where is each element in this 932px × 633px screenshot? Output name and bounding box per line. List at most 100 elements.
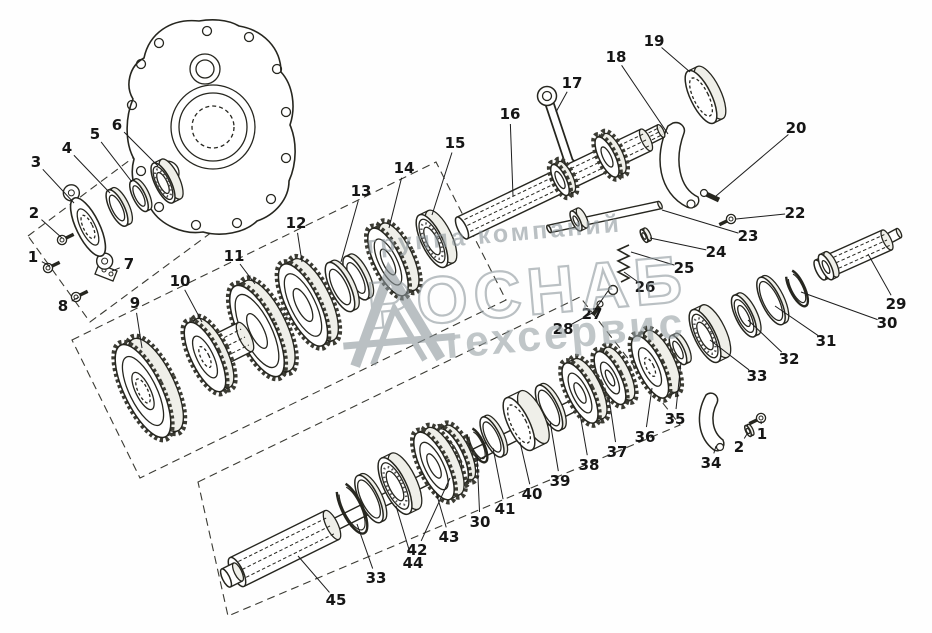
shift-fork-34 xyxy=(698,392,725,452)
part-label-16: 16 xyxy=(500,105,521,123)
bearing-15 xyxy=(415,209,458,269)
part-label-13: 13 xyxy=(351,182,372,200)
leader-line xyxy=(71,296,80,302)
leader-line xyxy=(709,339,750,371)
lower-shaft-group-outline xyxy=(197,296,681,617)
part-label-29: 29 xyxy=(886,295,907,313)
part-label-17: 17 xyxy=(562,74,583,92)
leader-line xyxy=(340,200,359,263)
part-label-39: 39 xyxy=(550,472,571,490)
leader-line xyxy=(395,505,411,554)
part-label-30: 30 xyxy=(877,314,898,332)
watermark-logo-a xyxy=(343,261,456,368)
part-label-6: 6 xyxy=(112,116,122,134)
leader-line xyxy=(735,213,786,220)
leader-line xyxy=(431,152,453,216)
leader-line xyxy=(420,477,451,542)
leader-line xyxy=(123,131,159,167)
part-label-36: 36 xyxy=(635,428,656,446)
pin-20 xyxy=(699,188,721,203)
part-label-43: 43 xyxy=(439,528,460,546)
leader-line xyxy=(800,291,878,321)
watermark: группа компаний РОСНАБ техсервис xyxy=(343,209,692,369)
part-label-19: 19 xyxy=(644,32,665,50)
rod-boss xyxy=(569,207,589,232)
leader-line xyxy=(774,305,819,336)
washer-32 xyxy=(730,292,762,338)
leader-line xyxy=(555,91,568,113)
gear-37 xyxy=(590,342,639,410)
leader-line xyxy=(621,65,669,135)
part-label-14: 14 xyxy=(394,159,415,177)
bearing-33 xyxy=(688,304,732,364)
part-label-12: 12 xyxy=(286,214,307,232)
leader-line xyxy=(41,261,51,267)
synchro-ring-19 xyxy=(684,65,727,125)
part-label-1: 1 xyxy=(757,425,767,443)
leader-line xyxy=(743,433,748,439)
part-label-9: 9 xyxy=(130,294,140,312)
leader-line xyxy=(100,141,133,183)
detent-ball-27 xyxy=(607,284,619,296)
part-label-27: 27 xyxy=(582,305,603,323)
leader-line xyxy=(136,312,143,349)
part-label-33: 33 xyxy=(747,367,768,385)
detent-spring-and-ball xyxy=(591,244,631,317)
part-label-3: 3 xyxy=(31,153,41,171)
gear-10 xyxy=(180,313,238,397)
part-label-33: 33 xyxy=(366,569,387,587)
leader-line xyxy=(356,523,374,569)
part-label-40: 40 xyxy=(522,485,543,503)
hub-40 xyxy=(502,389,550,452)
leader-line xyxy=(867,253,892,296)
leader-line xyxy=(519,441,531,485)
part-label-35: 35 xyxy=(665,410,686,428)
leader-line xyxy=(492,447,504,500)
shaft-45-tip xyxy=(219,562,245,588)
bearing-44 xyxy=(377,452,423,516)
part-label-8: 8 xyxy=(58,297,68,315)
leader-line xyxy=(630,251,675,266)
leader-line xyxy=(435,491,447,528)
bolt-1 xyxy=(42,260,61,274)
part-label-31: 31 xyxy=(816,332,837,350)
part-label-28: 28 xyxy=(553,320,574,338)
leader-line xyxy=(747,319,783,353)
bolt-22 xyxy=(718,213,737,227)
gear-38 xyxy=(558,353,611,428)
washer-2b xyxy=(743,423,755,438)
bolt-2 xyxy=(56,232,75,246)
part-label-4: 4 xyxy=(62,139,72,157)
part-label-34: 34 xyxy=(701,454,722,472)
part-label-2: 2 xyxy=(29,204,39,222)
leader-line xyxy=(42,168,75,204)
ring-13 xyxy=(324,259,360,313)
part-label-7: 7 xyxy=(124,255,134,273)
part-label-22: 22 xyxy=(785,204,806,222)
shaft-29-collar xyxy=(817,250,840,281)
leader-line xyxy=(645,387,653,428)
part-label-5: 5 xyxy=(90,125,100,143)
leader-line xyxy=(509,123,514,197)
part-label-41: 41 xyxy=(495,500,516,518)
leader-line xyxy=(476,455,481,513)
upper-shaft-group-outline xyxy=(71,161,507,479)
leader-line xyxy=(661,47,691,73)
bearing-6 xyxy=(150,158,184,204)
part-label-26: 26 xyxy=(635,278,656,296)
gear-12 xyxy=(274,253,343,351)
washer-24 xyxy=(639,227,653,244)
leader-line xyxy=(571,311,595,325)
leader-line xyxy=(579,413,588,456)
part-label-18: 18 xyxy=(606,48,627,66)
gear-9 xyxy=(111,333,188,443)
shaft-16-mid-gear xyxy=(546,156,580,201)
seal-4 xyxy=(105,186,134,228)
part-label-38: 38 xyxy=(579,456,600,474)
ring-33c xyxy=(354,472,388,524)
leader-line xyxy=(675,361,682,410)
snap-ring-30 xyxy=(784,268,810,308)
